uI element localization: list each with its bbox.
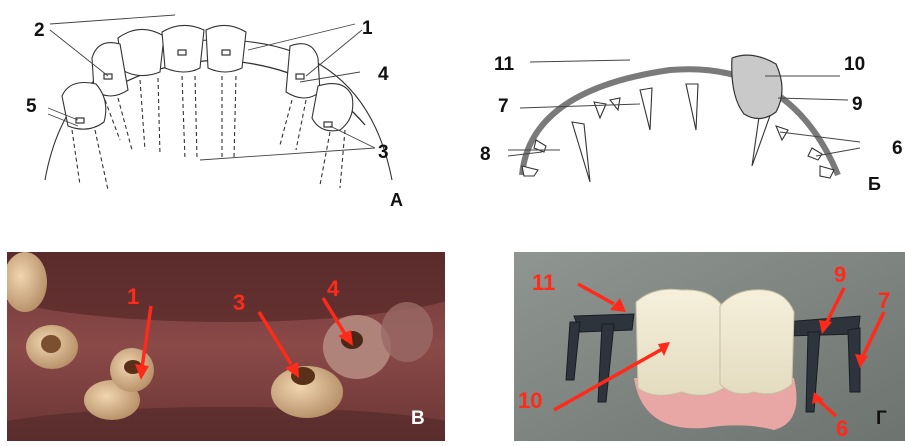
label-2: 2 [34,20,45,41]
tooth-crown [118,29,164,75]
panel-a: 2 1 4 5 3 А [0,0,440,225]
label-9: 9 [852,94,863,115]
panel-a-drawing: 2 1 4 5 3 А [0,0,440,225]
panel-letter: Г [876,408,887,429]
label-3: 3 [233,290,245,315]
panel-letter: В [411,408,425,429]
tooth-crown [206,25,246,72]
artificial-crown [732,55,782,118]
panel-g: 11 9 7 10 6 Г [514,252,905,441]
label-8: 8 [480,144,491,165]
label-6: 6 [892,138,903,159]
label-1: 1 [127,284,139,309]
label-11: 11 [494,54,515,75]
panel-v: 1 3 4 В [7,252,445,441]
panel-letter: Б [868,174,881,194]
panel-b: 11 10 7 9 8 6 Б [460,0,905,225]
label-11: 11 [532,270,555,295]
panel-letter: А [390,190,403,210]
label-4: 4 [327,276,340,301]
label-10: 10 [518,388,542,413]
label-3: 3 [378,142,389,163]
frame-arc [522,69,838,175]
label-5: 5 [26,96,37,117]
clinical-photo: 1 3 4 В [7,252,445,441]
prosthesis-photo: 11 9 7 10 6 Г [514,252,905,441]
label-9: 9 [834,262,846,287]
tooth-crown [162,25,204,72]
label-6: 6 [836,416,848,441]
tooth-crown [286,44,320,98]
label-1: 1 [362,18,373,39]
label-4: 4 [378,64,389,85]
label-10: 10 [844,54,865,75]
panel-b-drawing: 11 10 7 9 8 6 Б [460,0,905,225]
label-7: 7 [498,96,509,117]
label-7: 7 [878,288,890,313]
